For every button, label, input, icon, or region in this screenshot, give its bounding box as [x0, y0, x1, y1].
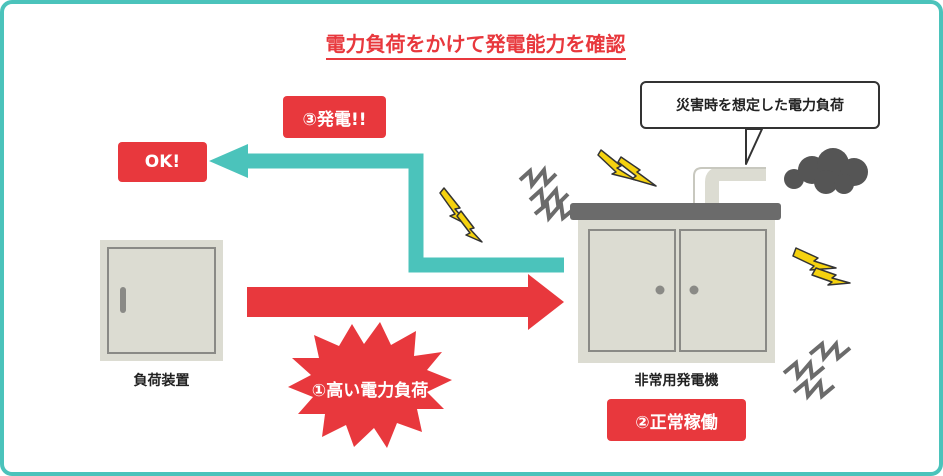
high-load-starburst	[288, 322, 452, 448]
lightning-icon	[597, 149, 637, 181]
lightning-icon	[617, 156, 657, 187]
lightning-icon	[792, 247, 837, 271]
scenario-callout: 災害時を想定した電力負荷	[640, 81, 880, 129]
ok-badge: OK!	[118, 142, 207, 182]
exhaust-smoke-icon	[784, 148, 868, 194]
load-device-label: 負荷装置	[133, 373, 190, 389]
vibration-icon	[528, 185, 570, 210]
return-arrow	[209, 144, 564, 273]
generator	[570, 167, 781, 363]
vibration-icon	[782, 358, 826, 382]
generator-label: 非常用発電機	[634, 373, 719, 389]
step2-badge: ②正常稼働	[607, 399, 746, 441]
vibration-icon	[518, 165, 558, 190]
page-title: 電力負荷をかけて発電能力を確認	[4, 28, 939, 60]
load-device-cabinet	[100, 240, 223, 361]
load-arrow	[247, 274, 564, 330]
lightning-icon	[456, 210, 483, 243]
callout-tail	[745, 125, 763, 165]
vibration-icon	[792, 377, 836, 401]
vibration-icon	[808, 339, 852, 363]
lightning-icon	[811, 267, 851, 286]
vibration-icon	[533, 199, 576, 223]
step3-badge: ③発電!!	[283, 96, 386, 138]
diagram-artwork	[100, 125, 868, 448]
step1-label: ①高い電力負荷	[311, 381, 429, 401]
